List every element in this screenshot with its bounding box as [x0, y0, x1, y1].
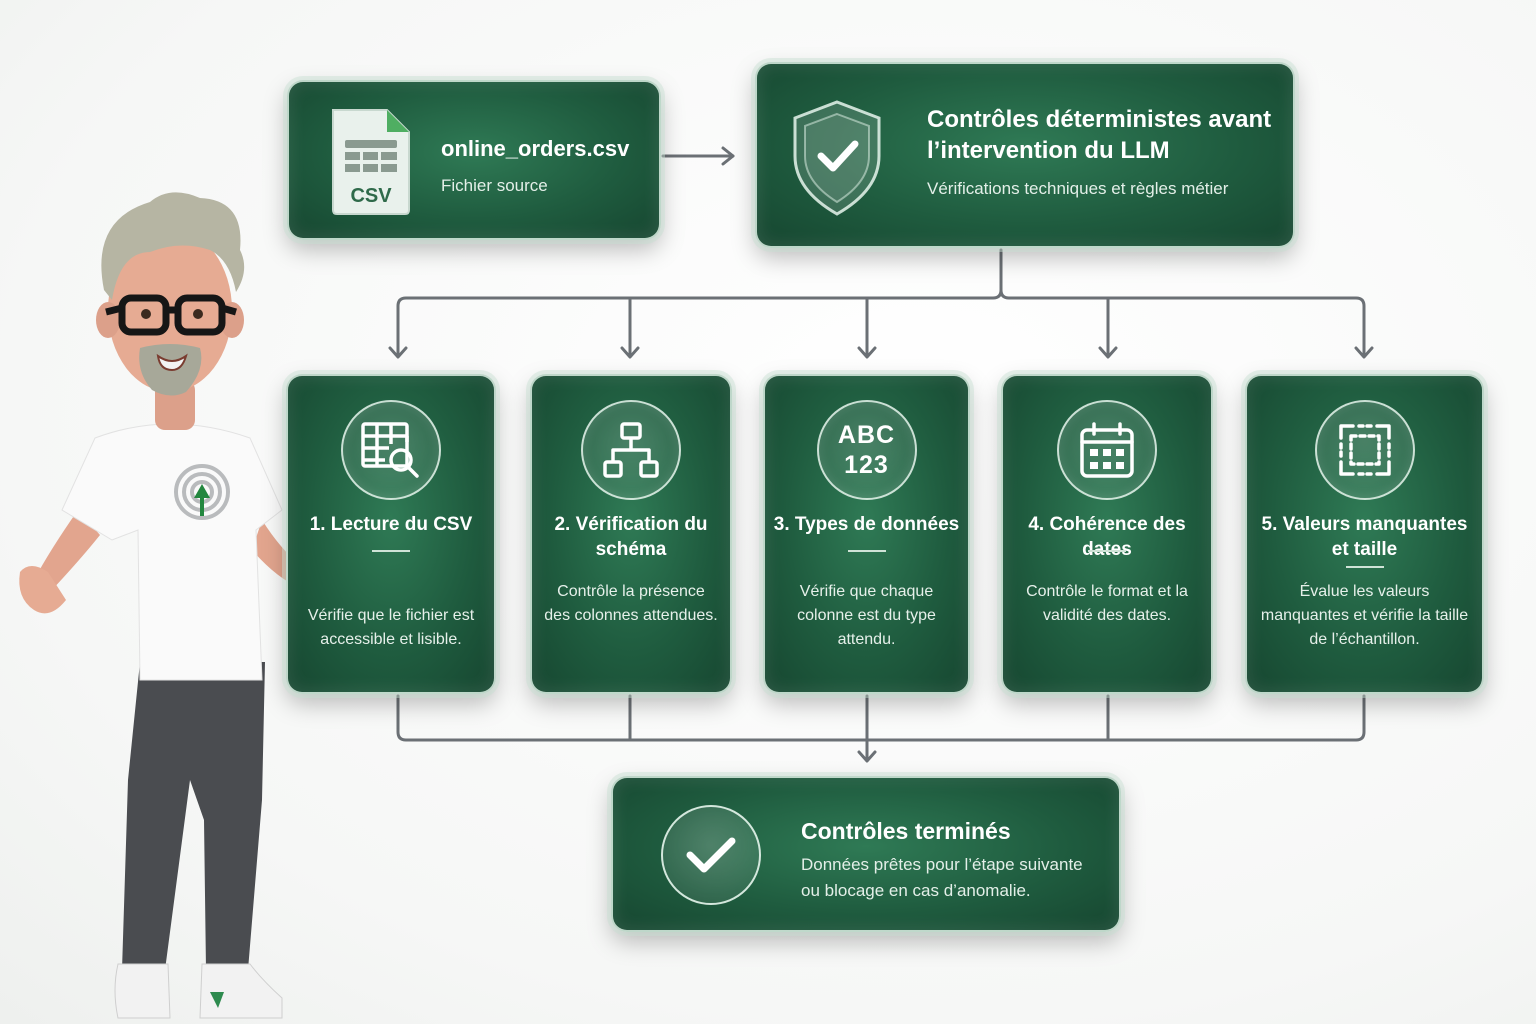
left-arm: [34, 510, 100, 592]
schema-tree-icon: [603, 422, 659, 478]
left-hand: [19, 566, 66, 614]
divider: [1088, 550, 1126, 552]
hair: [101, 192, 245, 300]
csv-badge-text: CSV: [350, 185, 392, 207]
checkmark-icon: [686, 837, 736, 873]
trousers: [122, 662, 265, 970]
left-shoe: [114, 963, 171, 1019]
step-card-missing-values-size: 5. Valeurs manquantes et taille Évalue l…: [1245, 374, 1484, 694]
step-description: Contrôle la présence des colonnes attend…: [544, 583, 718, 624]
step-title: 1. Lecture du CSV: [309, 514, 473, 535]
step-title: 3. Types de données: [773, 514, 960, 535]
result-subtitle: Données prêtes pour l’étape suivante ou …: [801, 855, 1083, 900]
step-icon-circle: [1314, 400, 1415, 500]
step-card-date-consistency: 4. Cohérence des dates Contrôle le forma…: [1001, 374, 1213, 694]
step-description: Contrôle le format et la validité des da…: [1026, 583, 1188, 624]
step-title: 4. Cohérence des dates: [1028, 514, 1186, 560]
step-title: 5. Valeurs manquantes et taille: [1261, 514, 1468, 560]
step-icon-circle: [341, 400, 441, 500]
step-icon-circle: [581, 400, 681, 500]
icon-text-abc: ABC: [837, 421, 896, 449]
tshirt: [61, 423, 283, 681]
step-card-data-types: ABC 123 3. Types de données Vérifie que …: [763, 374, 970, 694]
glasses: [105, 294, 237, 336]
source-file-card: CSV online_orders.csv Fichier source: [287, 80, 661, 240]
deterministic-checks-header-card: Contrôles déterministes avant l’interven…: [755, 62, 1295, 248]
result-title: Contrôles terminés: [801, 818, 1011, 844]
source-subtitle: Fichier source: [441, 176, 548, 195]
presenter-illustration: [19, 192, 300, 1019]
csv-file-icon: CSV: [332, 109, 410, 215]
step-title: 2. Vérification du schéma: [554, 514, 708, 560]
step-description: Évalue les valeurs manquantes et vérifie…: [1260, 583, 1469, 648]
header-subtitle: Vérifications techniques et règles métie…: [927, 179, 1229, 198]
divider: [1345, 566, 1384, 568]
check-circle-icon: [661, 805, 761, 905]
checks-completed-card: Contrôles terminés Données prêtes pour l…: [611, 776, 1121, 932]
step-description: Vérifie que le fichier est accessible et…: [307, 607, 475, 648]
calendar-icon: [1080, 422, 1134, 478]
frame-corners-icon: [1338, 424, 1391, 476]
table-search-icon: [361, 422, 419, 478]
source-filename: online_orders.csv: [441, 136, 630, 161]
shield-check-icon: [793, 100, 881, 216]
step-card-csv-read: 1. Lecture du CSV Vérifie que le fichier…: [286, 374, 496, 694]
abc-123-icon: ABC 123: [816, 400, 917, 500]
step-icon-circle: [1057, 400, 1157, 500]
header-title: Contrôles déterministes avant l’interven…: [927, 106, 1272, 164]
divider: [372, 550, 410, 552]
right-shoe: [199, 963, 283, 1019]
divider: [847, 550, 886, 552]
shirt-logo-icon: [174, 464, 230, 520]
step-description: Vérifie que chaque colonne est du type a…: [797, 583, 936, 648]
step-card-schema-check: 2. Vérification du schéma Contrôle la pr…: [530, 374, 732, 694]
icon-text-123: 123: [844, 451, 889, 479]
